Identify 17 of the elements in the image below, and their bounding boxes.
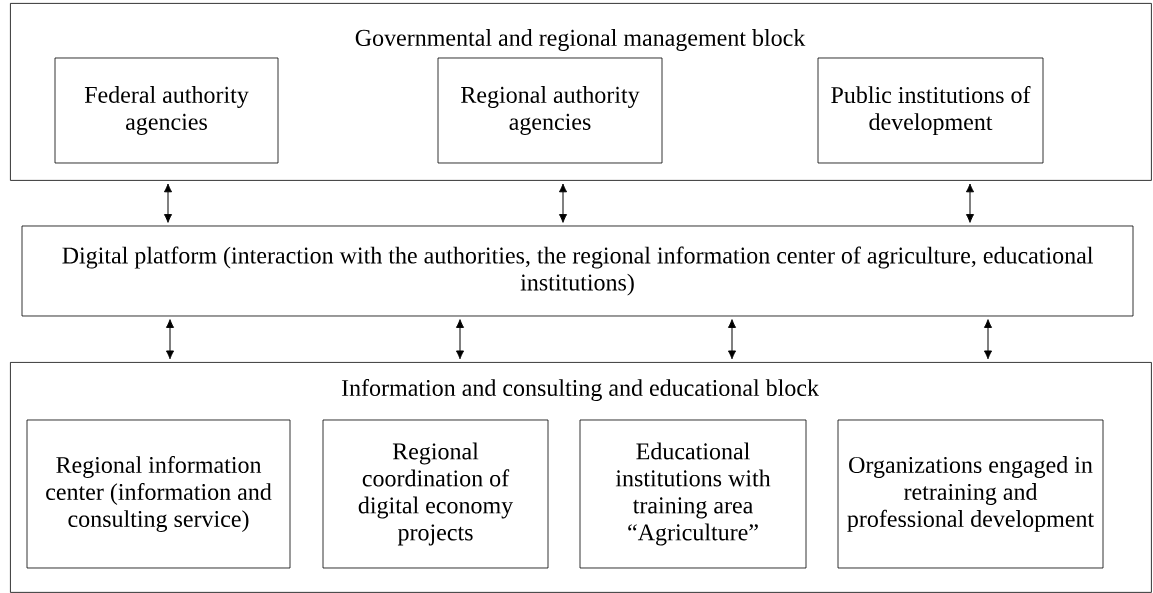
double-arrow — [163, 183, 173, 223]
text-box: Regional information center (information and consulting service) — [26, 419, 291, 569]
text-box: Federal authority agencies — [54, 57, 279, 164]
text-box: Organizations engaged in retraining and professional development — [837, 419, 1104, 569]
double-arrow — [165, 319, 175, 360]
text-box: Public institutions of development — [817, 57, 1044, 164]
double-arrow — [727, 319, 737, 360]
text-box: Regional authority agencies — [437, 57, 663, 164]
double-arrow — [558, 183, 568, 223]
text-box: Educational institutions with training area “Agriculture” — [579, 419, 807, 569]
text-box: Regional coordination of digital economy projects — [322, 419, 549, 569]
double-arrow — [965, 183, 975, 223]
text-box: Digital platform (interaction with the authorities, the regional information center of agriculture, educational institutions) — [21, 225, 1134, 317]
block-heading: Governmental and regional management block — [355, 29, 806, 51]
double-arrow — [455, 319, 465, 360]
block-heading: Information and consulting and educational block — [341, 378, 819, 402]
double-arrow — [983, 319, 993, 360]
